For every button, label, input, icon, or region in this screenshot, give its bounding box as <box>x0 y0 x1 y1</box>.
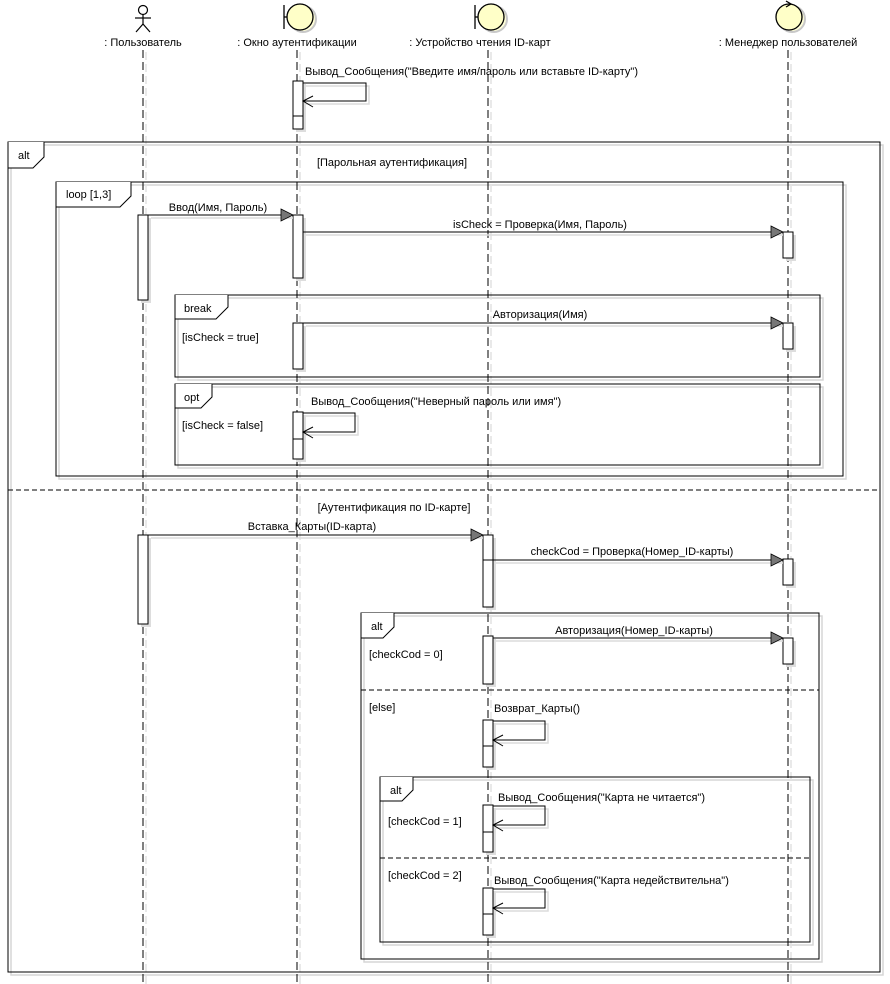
fragment-guard: [Парольная аутентификация] <box>317 157 467 169</box>
fragment-guard: [checkCod = 1] <box>388 816 462 828</box>
message-self: Вывод_Сообщения("Введите имя/пароль или … <box>301 66 638 108</box>
fragment-guard: [checkCod = 0] <box>369 649 443 661</box>
activation-bar <box>482 719 494 768</box>
message: Авторизация(Номер_ID-карты) <box>493 625 784 645</box>
fragment-keyword: loop [1,3] <box>66 189 111 201</box>
fragment-shadows <box>10 144 884 976</box>
control-icon <box>775 0 806 33</box>
fragment-guard: [Аутентификация по ID-карте] <box>318 502 471 514</box>
activation-bar <box>782 637 794 665</box>
message-label: Ввод(Имя, Пароль) <box>169 202 267 214</box>
activation-bar <box>292 322 304 370</box>
message-self: Вывод_Сообщения("Карта недействительна") <box>491 875 729 915</box>
message-label: Возврат_Карты() <box>494 703 580 715</box>
message-label: Вставка_Карты(ID-карта) <box>248 521 376 533</box>
message: Вставка_Карты(ID-карта) <box>148 521 484 542</box>
fragment-guard: [isCheck = false] <box>182 420 263 432</box>
fragment-keyword: alt <box>18 150 30 162</box>
fragment-alt-card: alt [checkCod = 0] [else] <box>360 612 820 960</box>
fragment-guard: [checkCod = 2] <box>388 870 462 882</box>
fragment-keyword: alt <box>371 621 383 633</box>
activation-bar <box>137 534 149 625</box>
message-label: Авторизация(Имя) <box>493 309 588 321</box>
message-label: checkCod = Проверка(Номер_ID-карты) <box>531 546 734 558</box>
message: Ввод(Имя, Пароль) <box>148 202 294 222</box>
lifelines <box>142 50 792 984</box>
fragment-guard: [isCheck = true] <box>182 332 259 344</box>
activation-bar <box>482 804 494 853</box>
message-label: Авторизация(Номер_ID-карты) <box>555 625 713 637</box>
message: checkCod = Проверка(Номер_ID-карты) <box>493 546 784 567</box>
message-label: Вывод_Сообщения("Карта недействительна") <box>494 875 729 887</box>
message-self: Возврат_Карты() <box>491 703 580 747</box>
fragment-guard: [else] <box>369 702 395 714</box>
fragment-keyword: break <box>184 303 212 315</box>
activation-bar <box>292 411 304 460</box>
message-label: Вывод_Сообщения("Неверный пароль или имя… <box>311 396 561 408</box>
message: isCheck = Проверка(Имя, Пароль) <box>303 219 784 239</box>
message-self: Вывод_Сообщения("Карта не читается") <box>491 792 705 832</box>
fragment-keyword: alt <box>390 785 402 797</box>
message-label: Вывод_Сообщения("Карта не читается") <box>498 792 705 804</box>
activation-bar <box>292 80 304 130</box>
fragment-opt: opt [isCheck = false] <box>174 383 821 466</box>
lifeline-label-user: : Пользователь <box>104 37 182 49</box>
boundary-icon <box>474 3 508 33</box>
lifeline-label-auth-window: : Окно аутентификации <box>237 37 356 49</box>
activation-bar <box>137 214 149 301</box>
actor-icon <box>135 4 151 33</box>
boundary-icon <box>283 3 317 33</box>
message-label: isCheck = Проверка(Имя, Пароль) <box>453 219 627 231</box>
activation-bar <box>482 534 494 608</box>
fragment-break: break [isCheck = true] <box>174 294 821 378</box>
message-self: Вывод_Сообщения("Неверный пароль или имя… <box>301 396 561 439</box>
activation-bar <box>482 635 494 685</box>
message-label: Вывод_Сообщения("Введите имя/пароль или … <box>305 66 638 78</box>
activation-bar <box>482 887 494 936</box>
activation-bar <box>782 558 794 586</box>
activation-bar <box>782 322 794 350</box>
fragment-alt-outer: alt [Парольная аутентификация] [Аутентиф… <box>7 141 881 973</box>
activation-bars <box>137 80 796 938</box>
fragment-keyword: opt <box>184 392 199 404</box>
message: Авторизация(Имя) <box>303 309 784 330</box>
fragment-alt-inner: alt [checkCod = 1] [checkCod = 2] <box>379 776 811 943</box>
lifeline-label-card-reader: : Устройство чтения ID-карт <box>409 37 550 49</box>
fragment-loop: loop [1,3] <box>55 181 844 477</box>
activation-bar <box>782 231 794 259</box>
activation-bar <box>292 214 304 279</box>
lifeline-label-user-manager: : Менеджер пользователей <box>719 37 858 49</box>
